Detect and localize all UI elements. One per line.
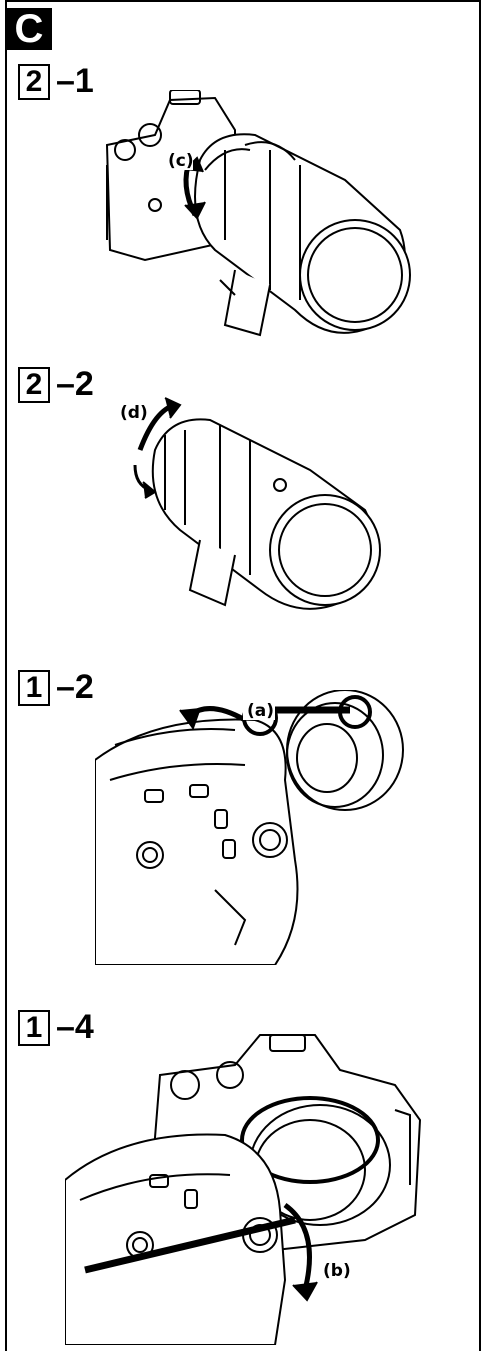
step-suffix: –2 [56, 365, 94, 403]
lens-detach-adapter-illustration: (a) [95, 690, 404, 965]
step-box: 2 [18, 63, 50, 100]
callout-label: (b) [323, 1261, 351, 1281]
callout-label: (d) [120, 403, 148, 423]
camera-mount-adapter-illustration: (b) [65, 1034, 422, 1345]
step-box: 2 [18, 366, 50, 403]
step-heading-2-2: 2 –2 [18, 365, 94, 404]
camera-with-lens-illustration: (c) [105, 90, 411, 337]
step-box: 1 [18, 1009, 50, 1046]
page-frame [5, 0, 481, 1351]
callout-label: (a) [247, 701, 274, 721]
step-box: 1 [18, 669, 50, 706]
lens-with-adapter-illustration: (d) [118, 397, 381, 610]
step-suffix: –4 [56, 1008, 94, 1046]
step-heading-2-1: 2 –1 [18, 62, 94, 101]
section-badge: C [6, 8, 52, 50]
step-heading-1-4: 1 –4 [18, 1008, 94, 1047]
step-heading-1-2: 1 –2 [18, 668, 94, 707]
callout-label: (c) [168, 151, 194, 171]
step-suffix: –1 [56, 62, 94, 100]
step-suffix: –2 [56, 668, 94, 706]
